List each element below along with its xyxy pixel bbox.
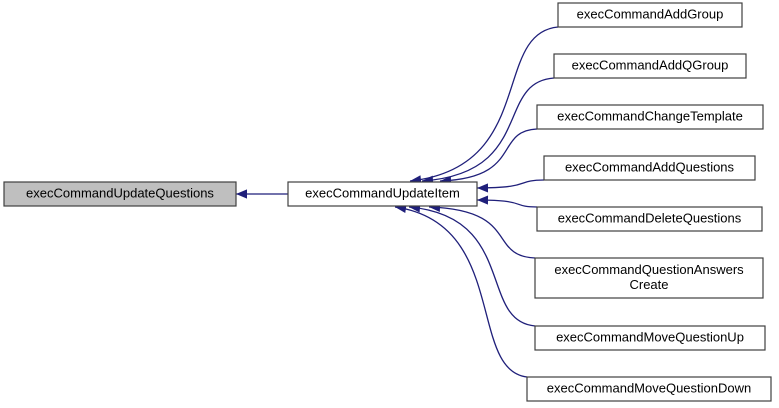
node-box-add-group[interactable] (557, 2, 743, 28)
node-box-move-question-down[interactable] (526, 376, 772, 402)
edge-update-item-to-update-questions (236, 189, 288, 199)
node-box-question-answers-create[interactable] (534, 257, 764, 299)
node-box-delete-questions[interactable] (536, 206, 763, 232)
node-label-question-answers-create: execCommandQuestionAnswers (554, 262, 744, 277)
node-label-add-qgroup: execCommandAddQGroup (572, 57, 729, 72)
node-box-update-questions[interactable] (3, 181, 237, 207)
node-move-question-down[interactable]: execCommandMoveQuestionDown (526, 376, 772, 402)
node-box-add-qgroup[interactable] (553, 53, 747, 79)
node-label-change-template: execCommandChangeTemplate (557, 108, 743, 123)
node-update-item[interactable]: execCommandUpdateItem (287, 181, 478, 207)
node-label-add-questions: execCommandAddQuestions (565, 159, 735, 174)
node-label-question-answers-create: Create (629, 277, 668, 292)
node-update-questions[interactable]: execCommandUpdateQuestions (3, 181, 237, 207)
node-label-delete-questions: execCommandDeleteQuestions (558, 210, 742, 225)
node-add-questions[interactable]: execCommandAddQuestions (543, 155, 756, 181)
node-add-group[interactable]: execCommandAddGroup (557, 2, 743, 28)
node-label-move-question-up: execCommandMoveQuestionUp (556, 329, 744, 344)
nodes-layer: execCommandUpdateQuestions execCommandUpd… (3, 2, 772, 402)
node-label-add-group: execCommandAddGroup (577, 6, 724, 21)
node-change-template[interactable]: execCommandChangeTemplate (536, 104, 764, 130)
node-move-question-up[interactable]: execCommandMoveQuestionUp (534, 325, 766, 351)
node-box-update-item[interactable] (287, 181, 478, 207)
edge-move-question-up-to-update-item (408, 203, 536, 327)
node-label-update-item: execCommandUpdateItem (305, 185, 460, 200)
node-delete-questions[interactable]: execCommandDeleteQuestions (536, 206, 763, 232)
node-box-add-questions[interactable] (543, 155, 756, 181)
node-box-move-question-up[interactable] (534, 325, 766, 351)
node-label-update-questions: execCommandUpdateQuestions (26, 185, 214, 200)
node-box-change-template[interactable] (536, 104, 764, 130)
edge-add-qgroup-to-update-item (421, 77, 555, 185)
edge-delete-questions-to-update-item (476, 195, 538, 208)
node-add-qgroup[interactable]: execCommandAddQGroup (553, 53, 747, 79)
edge-move-question-down-to-update-item (394, 203, 528, 378)
node-label-move-question-down: execCommandMoveQuestionDown (547, 380, 751, 395)
edge-add-questions-to-update-item (476, 179, 545, 193)
edge-question-answers-create-to-update-item (428, 202, 536, 259)
